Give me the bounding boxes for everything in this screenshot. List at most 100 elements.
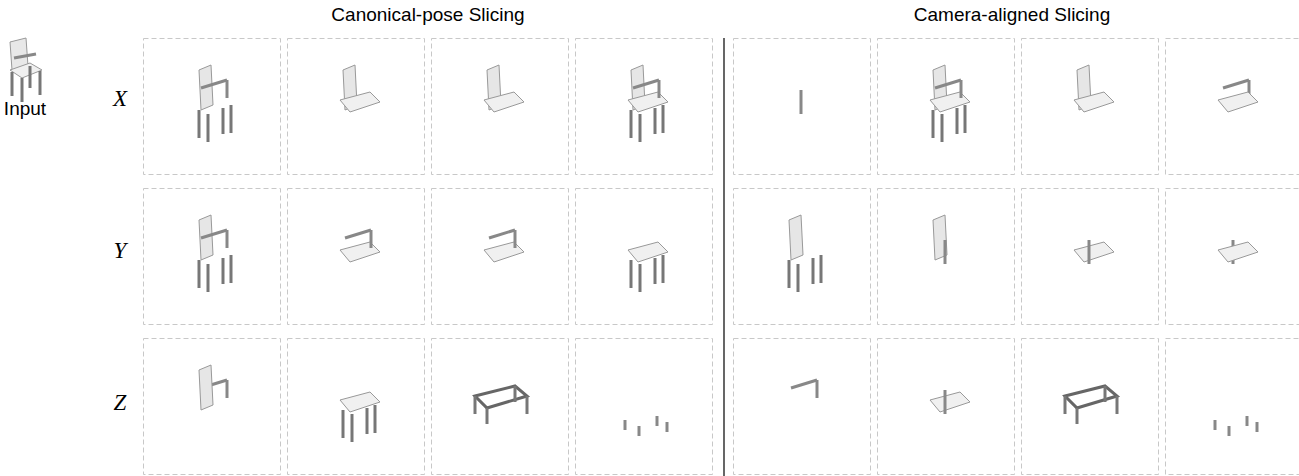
slice-render [1074, 65, 1114, 112]
slice-panel [1022, 339, 1159, 475]
chair-part [226, 80, 229, 98]
slice-render [1074, 240, 1114, 264]
slice-render [1215, 416, 1257, 436]
chair-part [207, 114, 210, 142]
slice-panel [878, 39, 1015, 175]
chair-part [1074, 92, 1114, 112]
slice-render [340, 65, 380, 112]
chair-part [222, 258, 225, 284]
chair-part [1064, 396, 1067, 414]
slice-render [628, 242, 668, 292]
slice-panel [432, 189, 569, 325]
slice-render [801, 90, 802, 114]
chair-part [633, 80, 659, 88]
slice-render [340, 230, 380, 262]
chair-part [484, 242, 524, 262]
chair-part [654, 258, 657, 284]
slice-panel [1166, 189, 1299, 325]
chair-part [820, 255, 823, 283]
axis-label: Z [114, 390, 127, 416]
slice-render [1218, 240, 1258, 264]
chair-part [222, 108, 225, 134]
slice-render [930, 65, 970, 142]
chair-part [930, 392, 970, 412]
chair-part [800, 90, 803, 114]
input-chair [10, 38, 42, 102]
chair-part [342, 410, 345, 438]
chair-part [1228, 426, 1231, 436]
slice-panel [734, 339, 871, 475]
chair-part [638, 426, 641, 436]
chair-part [340, 92, 380, 112]
chair-part [1116, 396, 1119, 414]
chair-part [514, 230, 517, 248]
chair-part [630, 260, 633, 288]
chair-part [201, 230, 227, 238]
chair-part [791, 380, 817, 388]
chair-part [956, 108, 959, 134]
chair-part [1065, 386, 1117, 408]
chair-part [624, 420, 627, 430]
chair-part [230, 105, 233, 133]
chair-part [1088, 240, 1091, 264]
chair-part [639, 264, 642, 292]
slice-render [930, 390, 970, 414]
slice-panel [144, 189, 281, 325]
chair-part [816, 380, 819, 398]
slice-panel [576, 339, 713, 475]
chair-part [486, 408, 489, 424]
chair-part [658, 80, 661, 98]
chair-part [489, 230, 515, 238]
slice-render [791, 380, 817, 398]
chair-part [630, 110, 633, 138]
slice-render [475, 386, 527, 424]
chair-part [932, 110, 935, 138]
chair-part [639, 114, 642, 142]
slice-render [1218, 80, 1258, 112]
slice-panel [1166, 339, 1299, 475]
slice-panel [576, 39, 713, 175]
chair-part [812, 258, 815, 284]
axis-label: Y [114, 238, 127, 264]
slice-panel [1022, 39, 1159, 175]
chair-part [198, 110, 201, 138]
chair-part [944, 390, 947, 414]
chair-part [1218, 92, 1258, 112]
chair-part [941, 114, 944, 142]
chair-part [198, 260, 201, 288]
slice-panel [144, 39, 281, 175]
chair-part [526, 396, 529, 414]
chair-part [1214, 420, 1217, 430]
chair-part [1218, 242, 1258, 262]
slice-render [1065, 386, 1117, 424]
chair-part [662, 105, 665, 133]
chair-part [340, 242, 380, 262]
slice-panel [144, 339, 281, 475]
chair-part [514, 386, 517, 402]
slice-render [199, 65, 231, 142]
chair-part [230, 255, 233, 283]
chair-part [935, 80, 961, 88]
chair-part [960, 80, 963, 98]
slice-panel [1022, 189, 1159, 325]
chair-part [201, 80, 227, 88]
slice-panel [288, 39, 425, 175]
slice-render [933, 215, 947, 264]
chair-part [654, 108, 657, 134]
slice-render [628, 65, 668, 142]
slice-render [484, 230, 524, 262]
chair-part [656, 416, 659, 426]
chair-part [788, 260, 791, 288]
slice-render [340, 392, 380, 442]
chair-part [797, 264, 800, 292]
chair-part [1246, 416, 1249, 426]
chair-part [662, 255, 665, 283]
chair-part [789, 215, 803, 260]
slice-panel [288, 339, 425, 475]
slice-panel [576, 189, 713, 325]
slice-panel [432, 339, 569, 475]
slice-render [625, 416, 667, 436]
slice-panel [878, 189, 1015, 325]
chair-part [1256, 422, 1259, 432]
